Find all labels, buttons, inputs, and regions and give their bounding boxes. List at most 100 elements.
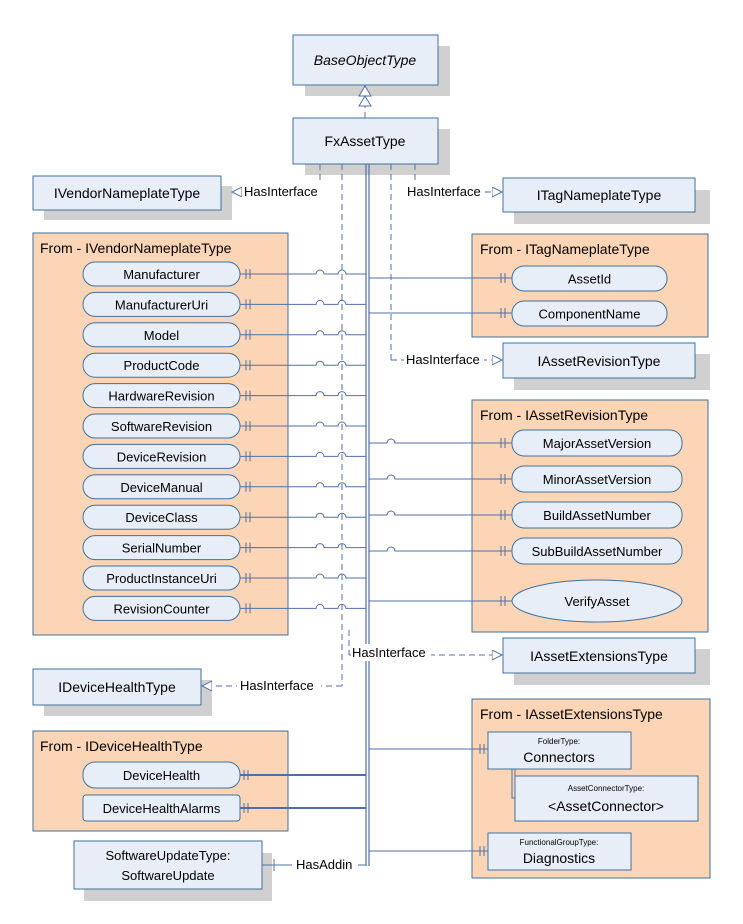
member-manufacturer: Manufacturer	[82, 261, 241, 287]
member-software-revision: SoftwareRevision	[82, 413, 241, 439]
member-label: ComponentName	[539, 307, 641, 322]
member-connector	[240, 451, 366, 462]
connectors-name-label: Connectors	[523, 749, 595, 765]
diagnostics-type-label: FunctionalGroupType:	[520, 838, 599, 847]
member-label: DeviceRevision	[117, 449, 207, 464]
member-label: VerifyAsset	[564, 594, 629, 609]
member-label: DeviceHealthAlarms	[103, 801, 221, 816]
asset-revision-type-box: IAssetRevisionType	[502, 342, 710, 390]
member-label: DeviceHealth	[123, 768, 200, 783]
member-device-manual: DeviceManual	[82, 474, 241, 500]
member-sub-build-asset-number: SubBuildAssetNumber	[511, 537, 683, 565]
member-connector	[369, 846, 488, 856]
member-connector	[369, 438, 512, 448]
member-pills: ManufacturerManufacturerUriModelProductC…	[82, 261, 683, 822]
member-connector	[369, 510, 512, 520]
has-interface-label-tag: HasInterface	[407, 184, 481, 199]
fx-asset-type-label: FxAssetType	[325, 133, 406, 149]
tag-nameplate-type-box: ITagNameplateType	[502, 177, 710, 224]
has-addin-label: HasAddin	[296, 857, 352, 872]
member-connector	[240, 603, 366, 614]
member-asset-id: AssetId	[511, 265, 668, 292]
member-label: HardwareRevision	[108, 389, 214, 404]
member-label: DeviceManual	[120, 480, 202, 495]
member-connector	[240, 421, 366, 431]
fx-asset-type-box: FxAssetType	[292, 117, 450, 175]
member-verify-asset: VerifyAsset	[511, 579, 683, 623]
member-label: Manufacturer	[123, 267, 200, 282]
group-vendor-title: From - IVendorNameplateType	[40, 240, 232, 256]
trunk-lines	[365, 164, 370, 866]
member-device-revision: DeviceRevision	[82, 443, 241, 469]
asset-connector-type-label: AssetConnectorType:	[568, 784, 644, 793]
vendor-nameplate-type-label: IVendorNameplateType	[54, 185, 201, 201]
member-connector	[369, 308, 512, 318]
member-connector	[240, 512, 366, 523]
member-label: SubBuildAssetNumber	[532, 544, 663, 559]
member-hardware-revision: HardwareRevision	[82, 383, 241, 409]
asset-extensions-type-label: IAssetExtensionsType	[530, 648, 668, 664]
inheritance-arrow	[358, 85, 372, 118]
member-label: AssetId	[568, 272, 611, 287]
diagnostics-name-label: Diagnostics	[523, 850, 595, 866]
member-label: ProductCode	[124, 358, 200, 373]
member-connector	[369, 596, 512, 606]
member-label: SerialNumber	[122, 541, 202, 556]
member-serial-number: SerialNumber	[82, 535, 241, 561]
member-connector	[240, 360, 366, 371]
software-update-type-label: SoftwareUpdateType:	[105, 848, 230, 863]
member-connector	[240, 329, 366, 340]
device-health-type-label: IDeviceHealthType	[58, 679, 176, 695]
member-connector	[240, 542, 366, 553]
member-label: MajorAssetVersion	[543, 436, 651, 451]
vendor-nameplate-type-box: IVendorNameplateType	[32, 175, 232, 220]
member-product-code: ProductCode	[82, 352, 241, 378]
group-extensions-title: From - IAssetExtensionsType	[480, 706, 663, 722]
group-health-title: From - IDeviceHealthType	[40, 738, 203, 754]
member-connector	[240, 770, 366, 780]
member-connector	[369, 273, 512, 283]
member-minor-asset-version: MinorAssetVersion	[511, 465, 683, 493]
base-object-type-box: BaseObjectType	[292, 34, 450, 96]
member-connector	[240, 573, 366, 583]
asset-revision-type-label: IAssetRevisionType	[538, 353, 661, 369]
software-update-box: SoftwareUpdateType: SoftwareUpdate	[73, 840, 272, 901]
group-tag-title: From - ITagNameplateType	[480, 241, 650, 257]
member-component-name: ComponentName	[511, 300, 668, 327]
asset-extensions-type-box: IAssetExtensionsType	[502, 637, 710, 685]
member-major-asset-version: MajorAssetVersion	[511, 429, 683, 457]
group-revision-title: From - IAssetRevisionType	[480, 407, 648, 423]
member-connector	[369, 546, 512, 556]
has-interface-label-health: HasInterface	[240, 678, 314, 693]
member-connector-lines	[240, 269, 512, 871]
asset-connector-name-label: <AssetConnector>	[548, 798, 664, 814]
member-device-health-alarms: DeviceHealthAlarms	[82, 794, 241, 822]
interface-dashed-lines	[319, 164, 416, 686]
has-interface-label-extensions: HasInterface	[352, 645, 426, 660]
member-connector	[369, 744, 488, 754]
connectors-folder: FolderType: Connectors	[487, 731, 632, 770]
member-model: Model	[82, 322, 241, 348]
member-connector	[240, 803, 366, 813]
member-manufacturer-uri: ManufacturerUri	[82, 291, 241, 317]
member-connector	[240, 390, 366, 401]
member-connector	[240, 299, 366, 310]
member-label: DeviceClass	[125, 510, 198, 525]
member-product-instance-uri: ProductInstanceUri	[82, 565, 241, 591]
asset-connector-object: AssetConnectorType: <AssetConnector>	[514, 775, 699, 822]
member-label: ProductInstanceUri	[106, 571, 217, 586]
member-revision-counter: RevisionCounter	[82, 595, 241, 621]
member-build-asset-number: BuildAssetNumber	[511, 501, 683, 529]
member-label: BuildAssetNumber	[543, 508, 651, 523]
base-object-type-label: BaseObjectType	[314, 52, 417, 68]
member-device-health: DeviceHealth	[82, 761, 241, 789]
member-label: SoftwareRevision	[111, 419, 212, 434]
tag-nameplate-type-label: ITagNameplateType	[537, 187, 662, 203]
connectors-type-label: FolderType:	[538, 737, 580, 746]
member-label: MinorAssetVersion	[543, 472, 651, 487]
member-label: ManufacturerUri	[115, 297, 208, 312]
member-connector	[369, 474, 512, 484]
has-interface-label-revision: HasInterface	[406, 352, 480, 367]
has-interface-label-vendor: HasInterface	[244, 184, 318, 199]
